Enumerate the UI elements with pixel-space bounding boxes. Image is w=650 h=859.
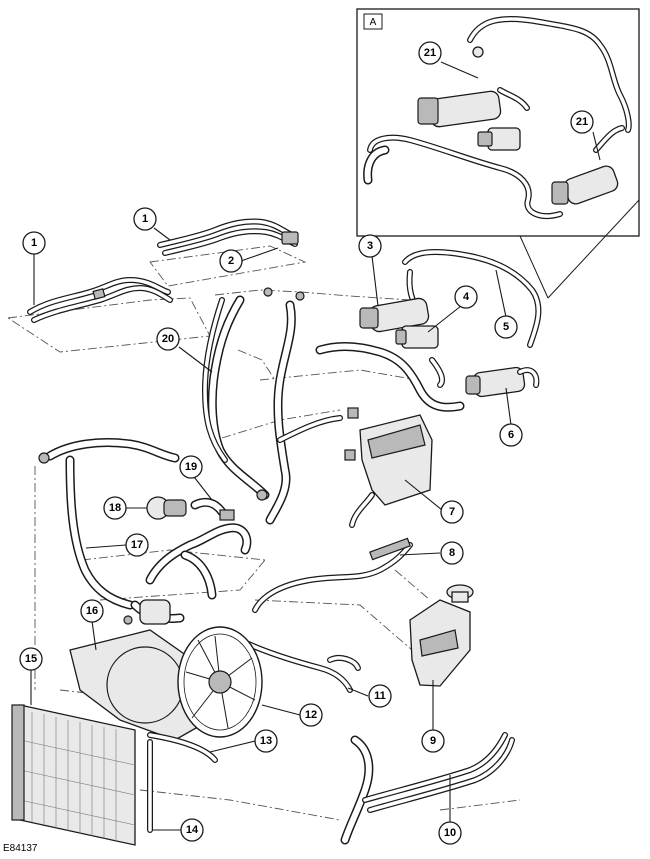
expansion-tank-9 xyxy=(409,584,474,687)
callout-11: 11 xyxy=(368,684,392,708)
svg-text:12: 12 xyxy=(305,709,317,721)
svg-text:9: 9 xyxy=(430,735,436,747)
pipe-assembly-8 xyxy=(252,537,413,613)
callout-15: 15 xyxy=(19,647,43,671)
svg-text:11: 11 xyxy=(374,690,386,702)
water-pump-18 xyxy=(146,496,187,520)
svg-text:20: 20 xyxy=(162,333,174,345)
thermostat-19 xyxy=(190,497,235,521)
svg-text:21: 21 xyxy=(424,47,436,59)
hose-17 xyxy=(38,438,180,610)
svg-text:21: 21 xyxy=(576,116,588,128)
leader-lines xyxy=(30,61,601,831)
pipe-assembly-11 xyxy=(237,637,361,693)
pipe-assembly-1-lower xyxy=(27,277,173,323)
callout-10: 10 xyxy=(438,821,462,845)
callout-20: 20 xyxy=(156,327,180,351)
callout-21-lower: 21 xyxy=(570,110,594,134)
callout-17: 17 xyxy=(125,533,149,557)
svg-text:14: 14 xyxy=(186,824,199,836)
callout-14: 14 xyxy=(180,818,204,842)
callout-19: 19 xyxy=(179,455,203,479)
figure-code: E84137 xyxy=(3,843,38,854)
svg-text:17: 17 xyxy=(131,539,143,551)
callout-7: 7 xyxy=(440,500,464,524)
detail-view-label: A xyxy=(370,17,377,28)
radiator-15 xyxy=(11,704,136,846)
svg-text:15: 15 xyxy=(25,653,37,665)
callout-9: 9 xyxy=(421,729,445,753)
svg-text:4: 4 xyxy=(463,291,470,303)
callout-5: 5 xyxy=(494,315,518,339)
svg-text:3: 3 xyxy=(367,240,373,252)
svg-text:18: 18 xyxy=(109,502,121,514)
callout-1-lower: 1 xyxy=(22,231,46,255)
detail-view-a: A xyxy=(356,8,640,299)
detail-egr-cooler-right xyxy=(551,165,619,205)
svg-text:8: 8 xyxy=(449,547,455,559)
hose-20 xyxy=(202,287,343,525)
callout-13: 13 xyxy=(254,729,278,753)
svg-text:13: 13 xyxy=(260,735,272,747)
callout-12: 12 xyxy=(299,703,323,727)
cooling-fan-12 xyxy=(177,626,263,738)
callout-3: 3 xyxy=(358,234,382,258)
svg-text:10: 10 xyxy=(444,827,456,839)
callout-6: 6 xyxy=(499,423,523,447)
svg-text:2: 2 xyxy=(228,255,234,267)
svg-text:5: 5 xyxy=(503,321,509,333)
lower-coolant-hoses xyxy=(123,523,252,625)
callout-21-upper: 21 xyxy=(418,41,442,65)
callout-4: 4 xyxy=(454,285,478,309)
svg-text:6: 6 xyxy=(508,429,514,441)
detail-egr-cooler-left xyxy=(417,46,502,128)
svg-text:7: 7 xyxy=(449,506,455,518)
egr-hose-lower xyxy=(315,341,465,412)
svg-text:16: 16 xyxy=(86,605,98,617)
callout-2: 2 xyxy=(219,249,243,273)
svg-text:19: 19 xyxy=(185,461,197,473)
auxiliary-pump-7 xyxy=(344,407,433,528)
egr-cooler-3 xyxy=(359,297,430,333)
egr-cooler-6 xyxy=(465,366,540,398)
callout-18: 18 xyxy=(103,496,127,520)
pipe-assembly-1-upper xyxy=(157,218,299,256)
hoses-13-14 xyxy=(147,732,218,833)
detail-egr-valve xyxy=(477,127,521,151)
detail-egr-hoses xyxy=(363,16,632,220)
callout-1-upper: 1 xyxy=(133,207,157,231)
callout-16: 16 xyxy=(80,599,104,623)
callout-8: 8 xyxy=(440,541,464,565)
svg-text:1: 1 xyxy=(142,213,148,225)
fan-shroud-16 xyxy=(69,629,211,741)
hose-assembly-10 xyxy=(340,732,515,845)
svg-text:1: 1 xyxy=(31,237,37,249)
